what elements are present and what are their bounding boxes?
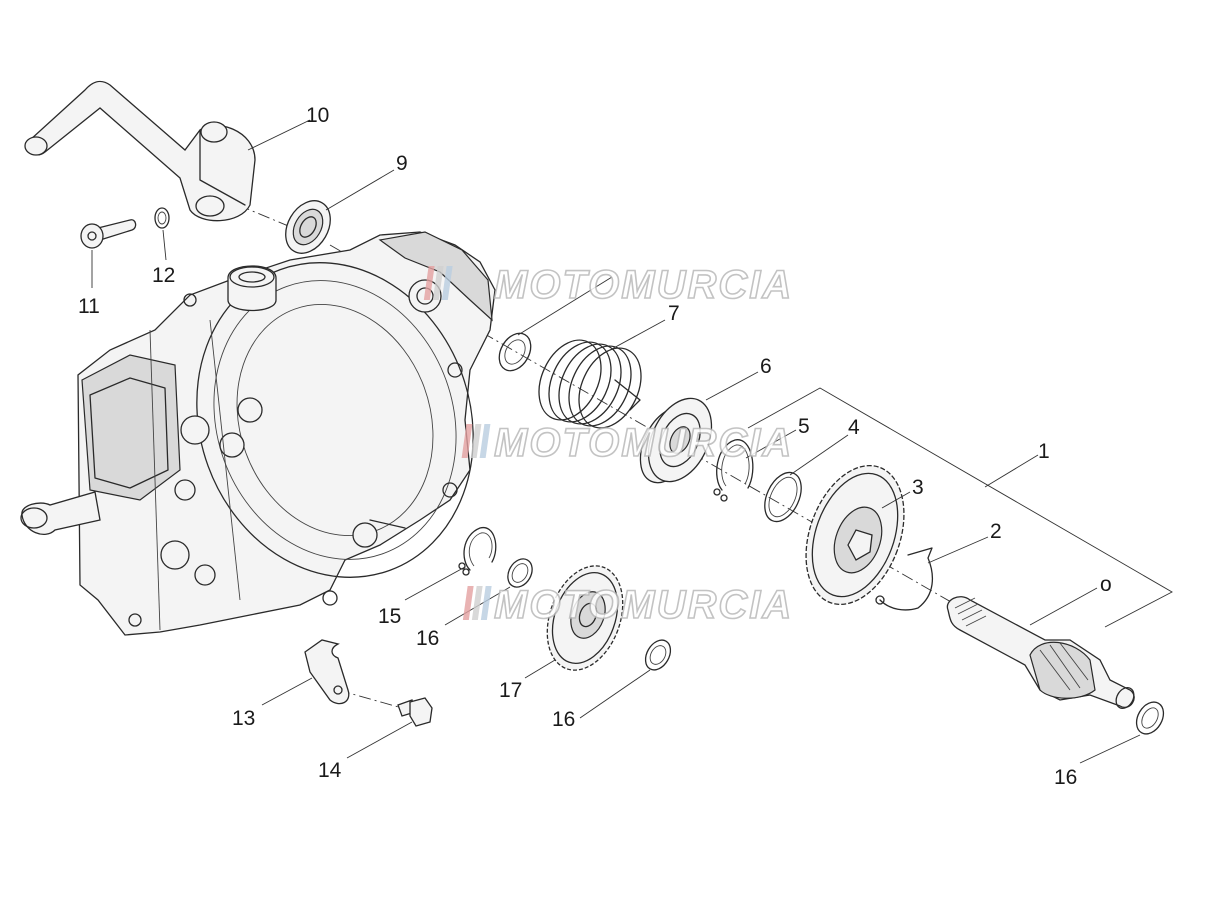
watermark-bottom: MOTOMURCIA <box>462 582 793 628</box>
callout-labels: 1 2 o 3 4 5 6 7 9 10 11 12 13 14 15 16 1… <box>78 104 1112 789</box>
kick-gear <box>805 464 905 606</box>
callout-16-c: 16 <box>1054 766 1077 789</box>
shim-washer-a <box>507 558 533 588</box>
kick-start-lever <box>24 80 256 222</box>
bracket <box>304 639 350 705</box>
thrust-ring <box>764 471 802 523</box>
oil-seal <box>285 200 331 254</box>
callout-6: 6 <box>760 355 772 378</box>
shim-washer-c <box>1135 701 1165 735</box>
snap-ring <box>713 439 754 502</box>
callout-16-a: 16 <box>416 627 439 650</box>
spring-guide-bush <box>639 397 713 484</box>
crankcase-cover <box>20 231 496 636</box>
bolt <box>397 697 433 727</box>
watermark-middle: MOTOMURCIA <box>461 420 793 466</box>
callout-5: 5 <box>798 415 810 438</box>
washer-small <box>154 207 170 229</box>
idler-gear <box>546 565 624 671</box>
callout-3: 3 <box>912 476 924 499</box>
watermark-top: MOTOMURCIA <box>423 262 793 308</box>
callout-9: 9 <box>396 152 408 175</box>
callout-1: 1 <box>1038 440 1050 463</box>
callout-10: 10 <box>306 104 329 127</box>
callout-4: 4 <box>848 416 860 439</box>
watermark-text: MOTOMURCIA <box>494 583 793 627</box>
spring-washer <box>498 332 532 372</box>
shim-washer-b <box>644 639 672 671</box>
callout-13: 13 <box>232 707 255 730</box>
callout-15: 15 <box>378 605 401 628</box>
callout-17: 17 <box>499 679 522 702</box>
callout-16-b: 16 <box>552 708 575 731</box>
assembly-group-bracket <box>747 387 1173 628</box>
screw <box>80 219 137 249</box>
callout-7: 7 <box>668 302 680 325</box>
callout-0: o <box>1100 573 1112 596</box>
circlip <box>458 527 497 576</box>
watermark-text: MOTOMURCIA <box>494 421 793 465</box>
kick-spring <box>538 339 642 429</box>
leader-lines <box>91 119 1141 764</box>
callout-2: 2 <box>990 520 1002 543</box>
callout-11: 11 <box>78 295 100 318</box>
callout-14: 14 <box>318 759 342 782</box>
callout-12: 12 <box>152 264 175 287</box>
kick-starter-shaft <box>946 596 1135 709</box>
watermark-text: MOTOMURCIA <box>494 263 793 307</box>
